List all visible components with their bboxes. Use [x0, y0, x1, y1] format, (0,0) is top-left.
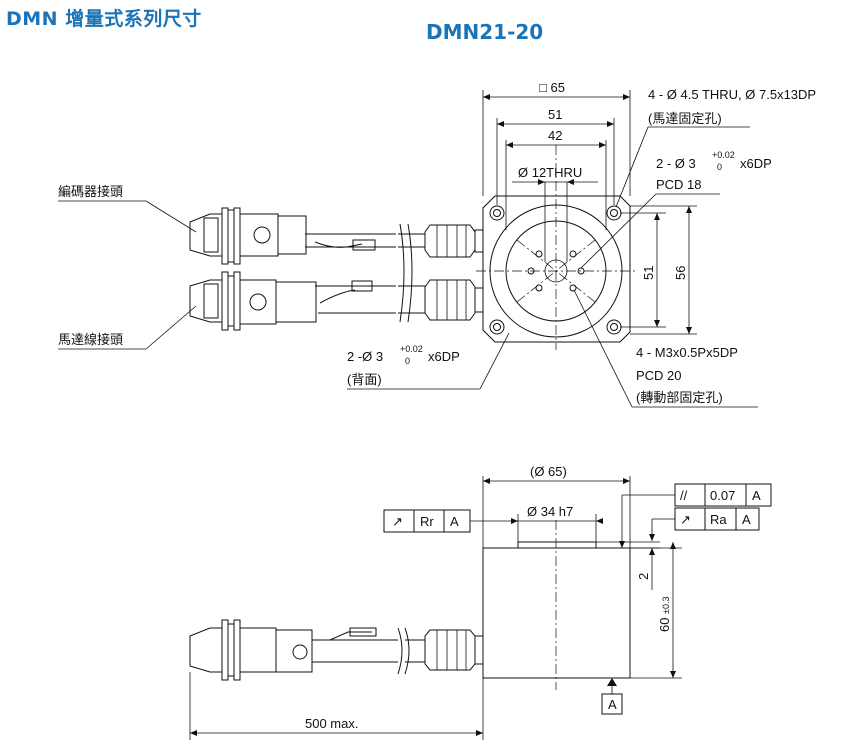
dim-2: 2 — [636, 573, 651, 580]
pin-holes-pcd: PCD 18 — [656, 177, 702, 192]
encoder-connector-label: 編碼器接頭 — [58, 184, 123, 199]
pin-holes-tol-lower: 0 — [717, 162, 722, 172]
dim-height-tol: ±0.3 — [661, 597, 671, 614]
pin-holes-tol-upper: +0.02 — [712, 150, 735, 160]
parallel-value: 0.07 — [710, 488, 735, 503]
dim-vert-51: 51 — [641, 266, 656, 280]
runout-right-datum: A — [742, 512, 751, 527]
pcd-holes — [527, 250, 585, 292]
runout-left-char: Rr — [420, 514, 434, 529]
datum-box — [601, 693, 623, 715]
parallel-symbol: // — [680, 488, 688, 503]
cable-gland-lower — [424, 279, 484, 321]
parallel-datum: A — [752, 488, 761, 503]
dim-shaft-dia: Ø 34 h7 — [527, 504, 573, 519]
top-view: □ 65 51 42 Ø 12THRU 51 56 4 - Ø 4.5 THRU — [58, 80, 816, 408]
pin-holes-suffix: x6DP — [740, 156, 772, 171]
mount-hole-group — [489, 205, 622, 335]
break-lines — [399, 223, 413, 323]
runout-frame-left: ↗ Rr A — [383, 509, 471, 533]
rotor-holes-line3: (轉動部固定孔) — [636, 390, 723, 405]
parallel-frame: // 0.07 A — [674, 483, 772, 507]
page-title: DMN 增量式系列尺寸 — [6, 8, 202, 30]
rotor-holes-line2: PCD 20 — [636, 368, 682, 383]
back-holes-tol-lower: 0 — [405, 356, 410, 366]
cable-gland-upper — [424, 224, 484, 258]
side-view: (Ø 65) Ø 34 h7 ↗ Rr A // 0.07 A — [189, 464, 772, 740]
shaft-face — [517, 541, 597, 549]
dim-vert-56: 56 — [673, 266, 688, 280]
back-holes-prefix: 2 -Ø 3 — [347, 349, 383, 364]
mount-holes-line1: 4 - Ø 4.5 THRU, Ø 7.5x13DP — [648, 87, 816, 102]
dim-51: 51 — [548, 107, 562, 122]
back-holes-tol-upper: +0.02 — [400, 344, 423, 354]
dim-cable-length: 500 max. — [305, 716, 358, 731]
motor-connector — [189, 271, 317, 331]
flange-outline — [482, 195, 631, 343]
runout-right-char: Ra — [710, 512, 727, 527]
back-holes-suffix: x6DP — [428, 349, 460, 364]
dim-42: 42 — [548, 128, 562, 143]
runout-frame-right: ↗ Ra A — [674, 507, 760, 531]
dim-height: 60 — [657, 618, 672, 632]
motor-connector-label: 馬達線接頭 — [58, 332, 123, 347]
datum-label: A — [608, 697, 617, 712]
pin-holes-prefix: 2 - Ø 3 — [656, 156, 696, 171]
encoder-connector — [189, 207, 307, 265]
dim-bore: Ø 12THRU — [518, 165, 582, 180]
runout-left-symbol: ↗ — [392, 514, 403, 529]
dim-outer-dia: (Ø 65) — [530, 464, 567, 479]
side-connector — [189, 619, 313, 681]
body-side-outline — [482, 547, 631, 679]
runout-right-symbol: ↗ — [680, 512, 691, 527]
rotor-holes-line1: 4 - M3x0.5Px5DP — [636, 345, 738, 360]
runout-left-datum: A — [450, 514, 459, 529]
dim-square-65: □ 65 — [539, 80, 565, 95]
back-holes-note: (背面) — [347, 372, 382, 387]
mount-holes-line2: (馬達固定孔) — [648, 111, 722, 126]
model-title: DMN21-20 — [426, 20, 544, 44]
side-cable-gland — [424, 629, 484, 671]
